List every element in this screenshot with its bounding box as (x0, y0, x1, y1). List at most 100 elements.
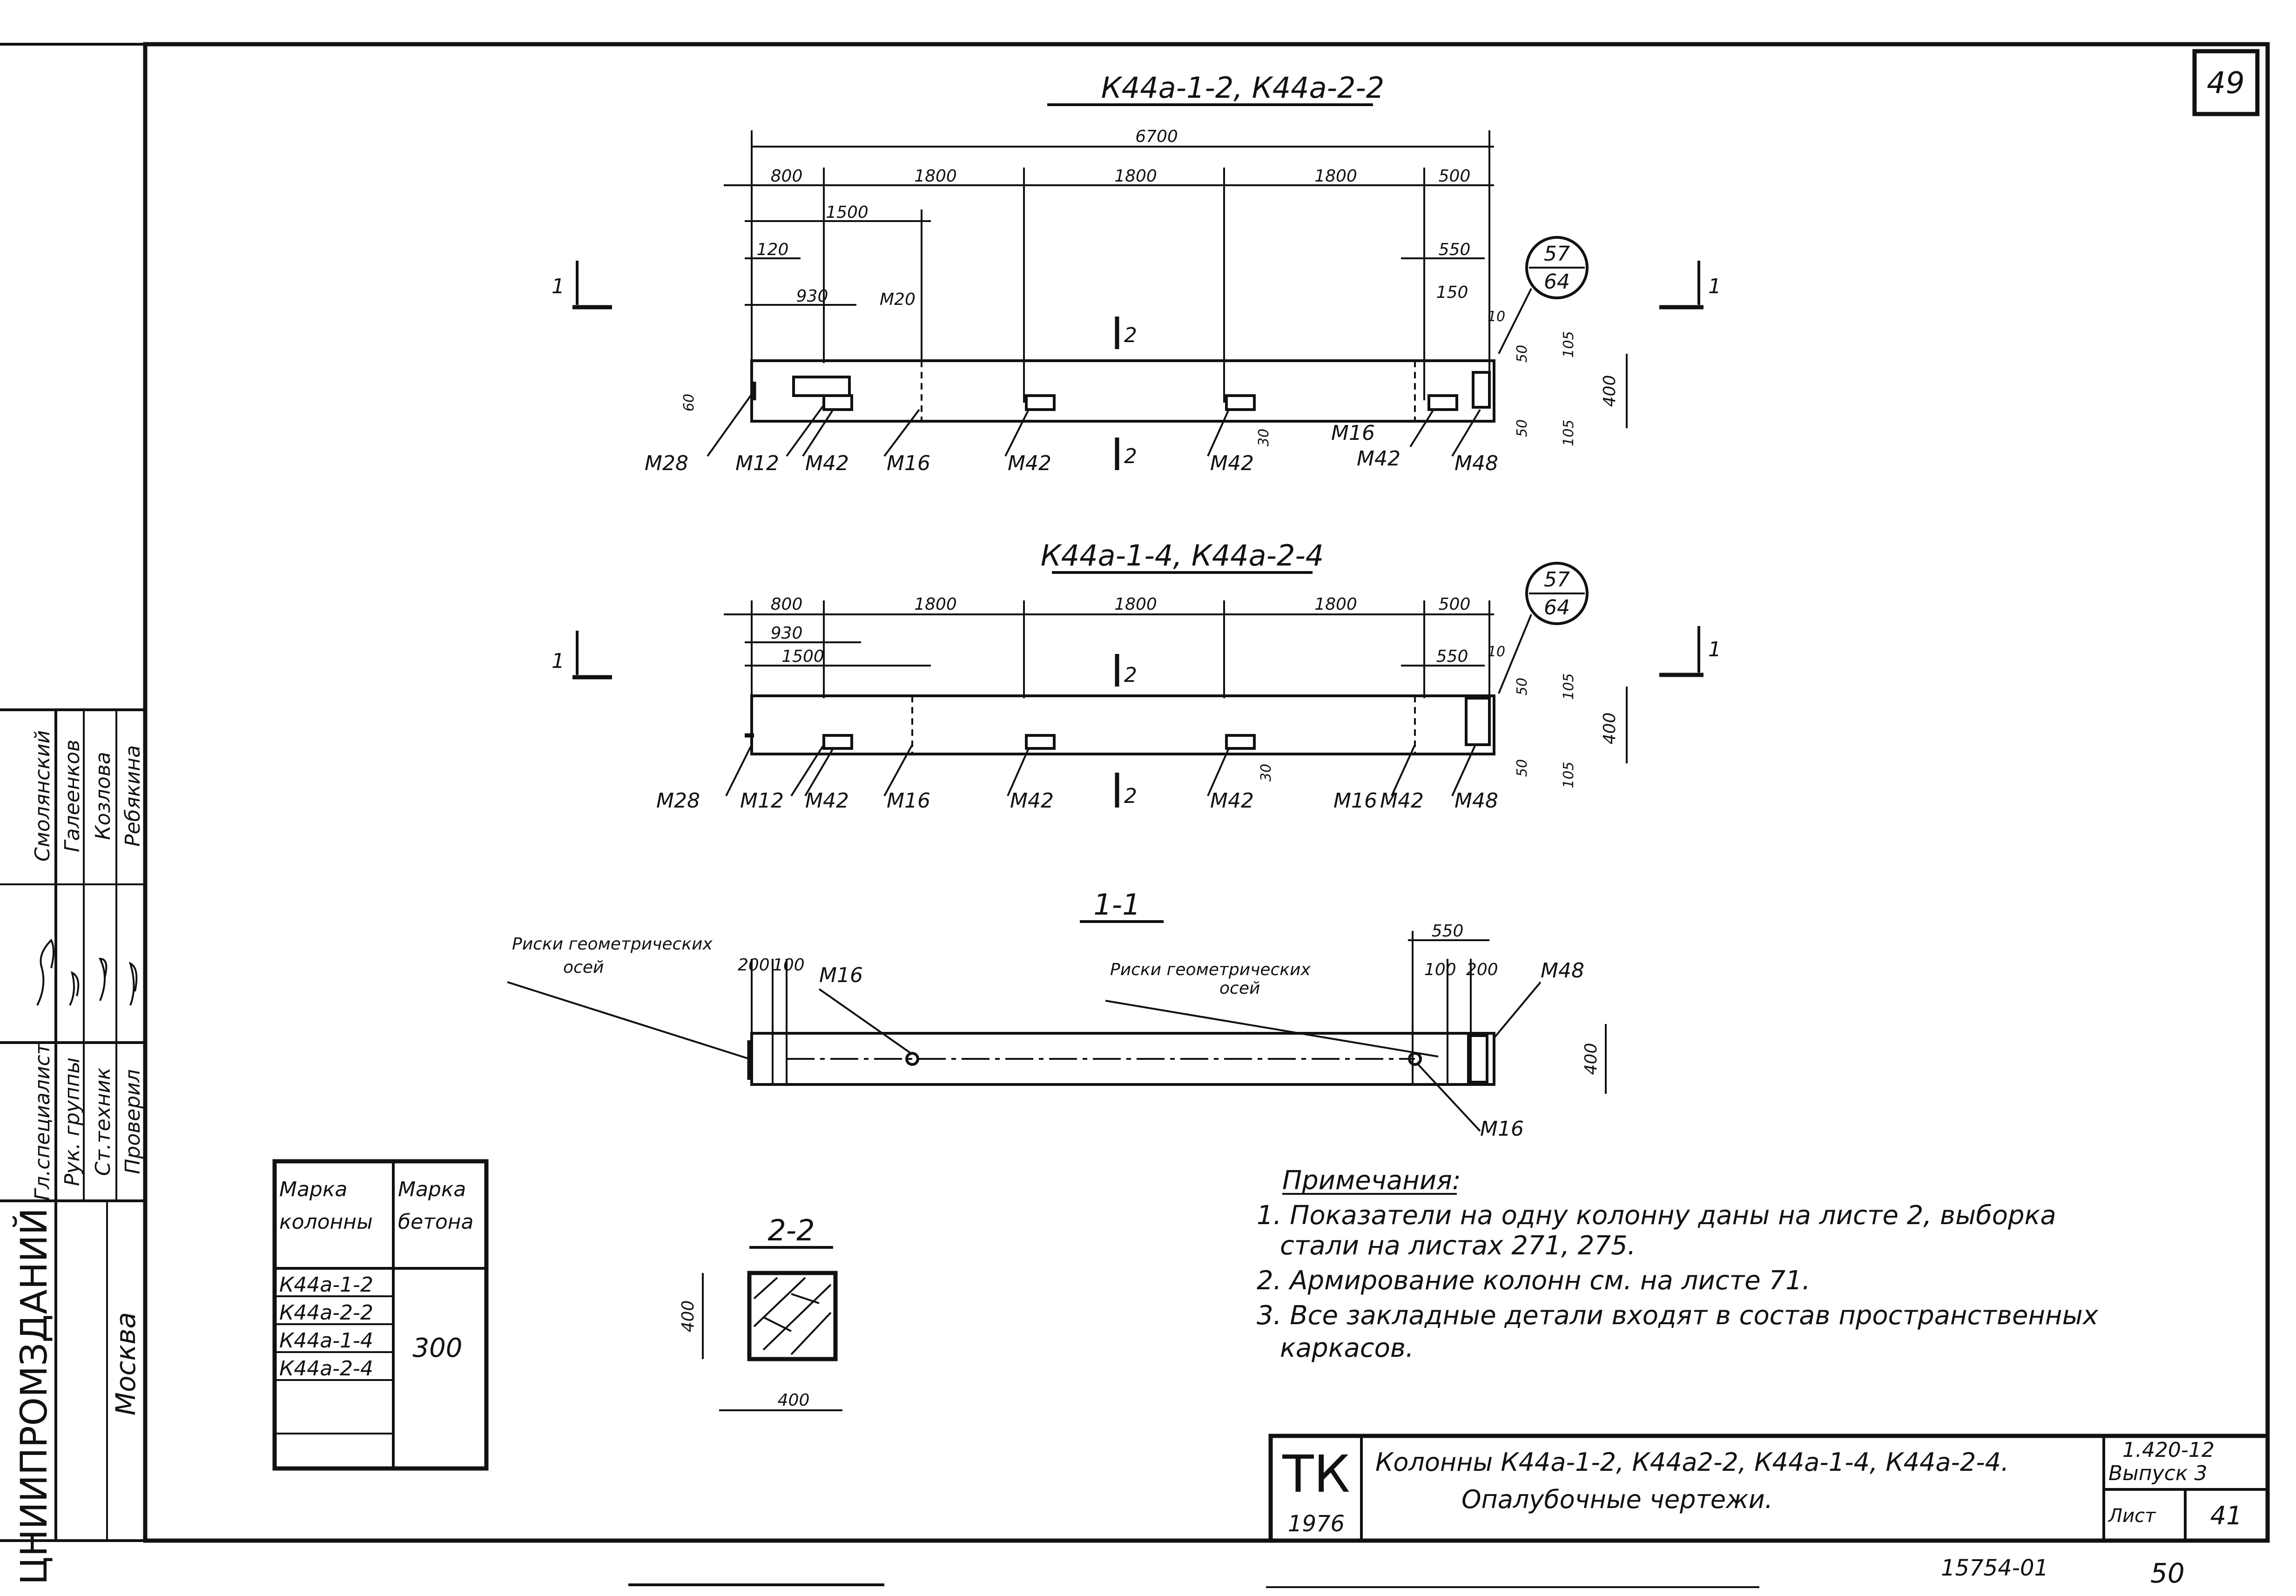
table-concrete: 300 (413, 1333, 463, 1363)
sec11-mark-m16-b: М16 (1480, 1117, 1524, 1141)
table-row-3: К44а-1-4 (279, 1329, 373, 1353)
mid-plate-m42-b (1025, 734, 1056, 750)
sec22-dim-400-h: 400 (778, 1391, 810, 1410)
mid-extension-lines (751, 600, 1490, 698)
risk-label-right-1: Риски геометрических (1110, 960, 1311, 979)
mark-m42-top-b: М42 (1008, 451, 1051, 475)
mid-dim-30: 30 (1258, 764, 1274, 781)
mark-m12-mid: М12 (740, 789, 784, 813)
dim-1800-a: 1800 (914, 167, 957, 186)
mid-dim-400: 400 (1600, 713, 1619, 745)
mark-m42-mid-d: М42 (1380, 789, 1424, 813)
mid-plate-m42-c (1225, 734, 1256, 750)
table-row-1: К44а-1-2 (279, 1273, 373, 1297)
mark-m42-top-a: М42 (805, 451, 849, 475)
sec22-dim-400-v: 400 (679, 1300, 698, 1333)
risk-label-right-2: осей (1219, 979, 1260, 998)
sec11-extension-lines (751, 931, 1472, 1084)
mid-dim-50-a: 50 (1514, 678, 1530, 695)
section2-label-top: 2 (1124, 323, 1137, 347)
risk-leader-left (507, 981, 750, 1060)
stamp-role-3: Ст.техник (91, 1067, 115, 1176)
mid-dim-105-b: 105 (1561, 761, 1577, 788)
title-series: 1.420-12 (2122, 1438, 2215, 1462)
plate-m12 (822, 394, 853, 411)
mid-dim-1800-b: 1800 (1114, 595, 1157, 614)
detail-num-top: 57 (1544, 242, 1570, 266)
note-2: 2. Армирование колонн см. на листе 71. (1257, 1266, 1811, 1296)
stamp-city: Москва (110, 1312, 141, 1415)
sec11-dim-100-b: 100 (1424, 960, 1456, 979)
dim-150: 150 (1436, 283, 1468, 302)
detail-callout-mid (1525, 562, 1589, 625)
detail-den-top: 64 (1544, 270, 1570, 294)
plate-m48 (1472, 371, 1491, 409)
dim-60-top: 60 (681, 394, 697, 411)
sec11-plate-m48 (1467, 1034, 1488, 1084)
table-h1b: колонны (279, 1210, 373, 1234)
title-line-2: Опалубочные чертежи. (1461, 1485, 1773, 1514)
table-h2b: бетона (398, 1210, 474, 1234)
column-body-top (750, 359, 1495, 423)
mid-plate-m42-a (822, 734, 853, 750)
doc-code: 15754-01 (1941, 1555, 2048, 1581)
dim-10: 10 (1488, 309, 1505, 325)
table-h1a: Марка (279, 1178, 347, 1201)
plate-m42-b (1225, 394, 1256, 411)
plate-m20 (792, 376, 851, 397)
section11-title: 1-1 (1093, 888, 1140, 922)
stamp-name-3: Козлова (91, 752, 115, 840)
dim-overall: 6700 (1135, 127, 1178, 146)
mid-section2-label-bottom: 2 (1124, 784, 1137, 808)
dim-800: 800 (771, 167, 803, 186)
stamp-name-2: Галеенков (61, 740, 84, 852)
note-1a: 1. Показатели на одну колонну даны на ли… (1257, 1200, 2056, 1231)
sec11-leader-m16-b (1416, 1063, 1481, 1132)
mark-m12-top: М12 (735, 451, 779, 475)
detail-num-mid: 57 (1544, 568, 1570, 592)
mid-cut-mark-right: 1 (1708, 638, 1721, 661)
dim-50-top-b: 50 (1514, 419, 1530, 437)
sec11-mark-m16-a: М16 (819, 963, 863, 987)
sheet-number: 49 (2207, 66, 2244, 101)
title-sheet-label: Лист (2107, 1505, 2156, 1527)
mark-m42-mid-a: М42 (805, 789, 849, 813)
stamp-org: ЦНИИПРОМЗДАНИЙ (13, 1208, 55, 1585)
cut-mark-right: 1 (1708, 275, 1721, 298)
top-view-title: К44а-1-2, К44а-2-2 (1101, 71, 1385, 105)
top-view-marks: М28 М12 М42 М16 М42 М42 М16 М42 М48 (645, 421, 1498, 475)
mark-m42-top-d: М42 (1357, 447, 1400, 471)
left-stamp (0, 708, 145, 1541)
mid-dim-10: 10 (1488, 644, 1505, 660)
table-h2a: Марка (398, 1178, 466, 1201)
mark-m48-mid: М48 (1454, 789, 1498, 813)
title-line-1: Колонны К44а-1-2, К44а2-2, К44а-1-4, К44… (1375, 1448, 2009, 1477)
title-issue: Выпуск 3 (2108, 1461, 2207, 1485)
mark-m28-mid: М28 (656, 789, 700, 813)
top-view-leaders (707, 390, 1481, 457)
top-extension-lines (751, 130, 1490, 421)
note-1b: стали на листах 271, 275. (1280, 1231, 1636, 1261)
stamp-role-4: Проверил (121, 1069, 145, 1174)
mid-dim-550: 550 (1436, 647, 1468, 666)
dim-120: 120 (757, 240, 789, 259)
sec11-leader-m48 (1493, 981, 1542, 1039)
section22-title: 2-2 (768, 1213, 815, 1247)
stamp-name-4: Ребякина (121, 745, 145, 847)
mark-m16-mid-b: М16 (1333, 789, 1377, 813)
mark-m20: М20 (880, 290, 916, 309)
dim-105-top-a: 105 (1561, 331, 1577, 357)
table-row-4: К44а-2-4 (279, 1357, 373, 1381)
mid-view-leaders (725, 744, 1476, 797)
mark-m28-top: М28 (645, 451, 688, 475)
section22-square (747, 1271, 838, 1361)
detail-callout-top (1525, 236, 1589, 299)
detail-den-mid: 64 (1544, 596, 1570, 620)
mid-dim-800: 800 (771, 595, 803, 614)
mid-section2-label-top: 2 (1124, 663, 1137, 687)
risk-label-left-1: Риски геометрических (512, 935, 713, 954)
dim-1800-c: 1800 (1314, 167, 1357, 186)
title-sheet-no: 41 (2210, 1501, 2242, 1530)
dim-930: 930 (796, 287, 828, 306)
dim-400-top: 400 (1600, 375, 1619, 407)
